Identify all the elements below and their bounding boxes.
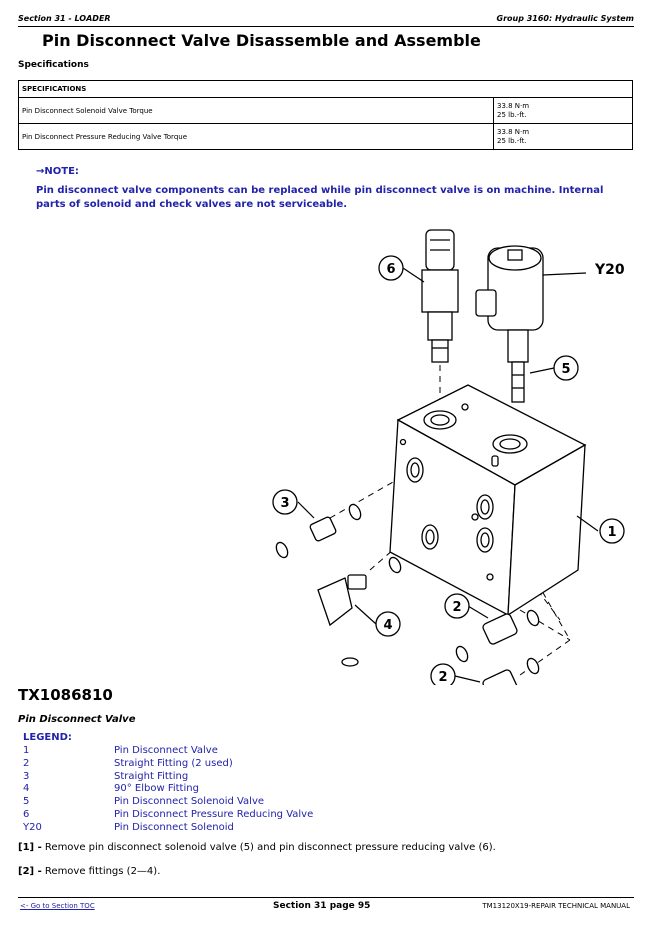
- step-text: Remove pin disconnect solenoid valve (5)…: [41, 842, 496, 853]
- spec-value: 33.8 N·m 25 lb.-ft.: [493, 97, 633, 124]
- legend-label: LEGEND:: [23, 732, 72, 743]
- straight-fitting-2a: [455, 609, 540, 663]
- legend-list: 1 Pin Disconnect Valve 2 Straight Fitting …: [23, 745, 313, 835]
- spec-item: Pin Disconnect Pressure Reducing Valve T…: [18, 123, 494, 150]
- pressure-reducing-valve: [421, 229, 459, 363]
- svg-text:3: 3: [280, 496, 289, 511]
- svg-text:1: 1: [607, 525, 616, 540]
- solenoid-label-y20: Y20: [594, 262, 625, 278]
- legend-text: Pin Disconnect Solenoid: [114, 821, 234, 833]
- straight-fitting-2b: [482, 657, 540, 685]
- legend-number: 4: [23, 783, 30, 795]
- callout-2: 2: [430, 663, 456, 685]
- page-header: Section 31 - LOADER Group 3160: Hydrauli…: [18, 14, 634, 26]
- legend-item: 4 90° Elbow Fitting: [23, 783, 313, 796]
- callout-4: 4: [375, 611, 401, 637]
- legend-number: 3: [23, 770, 30, 782]
- legend-number: 2: [23, 757, 30, 769]
- valve-exploded-diagram: 6 5 1 3 4 2 2 Y20: [272, 229, 625, 685]
- spec-table-heading: SPECIFICATIONS: [18, 80, 633, 98]
- straight-fitting-3: [275, 503, 362, 559]
- note-text: Pin disconnect valve components can be r…: [36, 185, 604, 210]
- callout-1: 1: [599, 518, 625, 544]
- svg-text:5: 5: [561, 362, 570, 377]
- spec-value-metric: 33.8 N·m: [497, 127, 530, 136]
- note-label: →NOTE:: [36, 166, 79, 177]
- legend-text: Straight Fitting: [114, 770, 189, 782]
- step-text: Remove fittings (2—4).: [41, 866, 161, 877]
- step-1: [1] - Remove pin disconnect solenoid val…: [18, 842, 496, 853]
- legend-item: 6 Pin Disconnect Pressure Reducing Valve: [23, 809, 313, 822]
- spec-table-row: Pin Disconnect Pressure Reducing Valve T…: [18, 123, 633, 150]
- step-2: [2] - Remove fittings (2—4).: [18, 866, 160, 877]
- elbow-fitting-4: [317, 556, 402, 667]
- figure-id: TX1086810: [18, 686, 113, 704]
- legend-text: Pin Disconnect Valve: [114, 745, 218, 756]
- svg-text:6: 6: [386, 262, 395, 277]
- figure-caption: Pin Disconnect Valve: [18, 714, 136, 725]
- spec-table-header-row: SPECIFICATIONS: [18, 80, 633, 98]
- spec-table-row: Pin Disconnect Solenoid Valve Torque 33.…: [18, 97, 633, 124]
- spec-item: Pin Disconnect Solenoid Valve Torque: [18, 97, 494, 124]
- legend-item: 1 Pin Disconnect Valve: [23, 745, 313, 758]
- callout-5: 5: [553, 355, 579, 381]
- legend-number: Y20: [23, 821, 42, 833]
- svg-text:4: 4: [383, 618, 392, 633]
- valve-block: [389, 384, 587, 617]
- legend-item: 2 Straight Fitting (2 used): [23, 758, 313, 771]
- legend-number: 6: [23, 808, 30, 820]
- page-title: Pin Disconnect Valve Disassemble and Ass…: [42, 31, 481, 50]
- spec-value-metric: 33.8 N·m: [497, 101, 530, 110]
- legend-number: 1: [23, 745, 30, 756]
- callout-6: 6: [378, 255, 404, 281]
- step-number: [2] -: [18, 866, 42, 877]
- footer-page-number: Section 31 page 95: [273, 901, 371, 911]
- legend-item: 5 Pin Disconnect Solenoid Valve: [23, 796, 313, 809]
- solenoid-valve: [475, 245, 544, 403]
- legend-item: 3 Straight Fitting: [23, 771, 313, 784]
- callout-2: 2: [444, 593, 470, 619]
- callout-3: 3: [272, 489, 298, 515]
- legend-text: Pin Disconnect Solenoid Valve: [114, 796, 265, 808]
- legend-item: Y20 Pin Disconnect Solenoid: [23, 822, 313, 835]
- specifications-table: SPECIFICATIONS Pin Disconnect Solenoid V…: [18, 80, 633, 150]
- spec-value: 33.8 N·m 25 lb.-ft.: [493, 123, 633, 150]
- step-number: [1] -: [18, 842, 42, 853]
- specifications-label: Specifications: [18, 60, 89, 70]
- leader-lines: [297, 267, 599, 683]
- legend-number: 5: [23, 796, 30, 808]
- header-group: Group 3160: Hydraulic System: [496, 14, 634, 23]
- header-section: Section 31 - LOADER: [18, 14, 111, 23]
- spec-value-imperial: 25 lb.-ft.: [497, 110, 527, 119]
- svg-text:2: 2: [452, 600, 461, 615]
- footer-manual-id: TM13120X19-REPAIR TECHNICAL MANUAL: [482, 902, 630, 910]
- section-toc-link[interactable]: <- Go to Section TOC: [20, 902, 95, 910]
- spec-value-imperial: 25 lb.-ft.: [497, 136, 527, 145]
- header-divider: [18, 26, 634, 27]
- svg-text:2: 2: [438, 670, 447, 685]
- legend-text: 90° Elbow Fitting: [114, 783, 199, 795]
- legend-text: Pin Disconnect Pressure Reducing Valve: [114, 808, 314, 820]
- legend-text: Straight Fitting (2 used): [114, 757, 233, 769]
- footer-divider: [18, 897, 634, 898]
